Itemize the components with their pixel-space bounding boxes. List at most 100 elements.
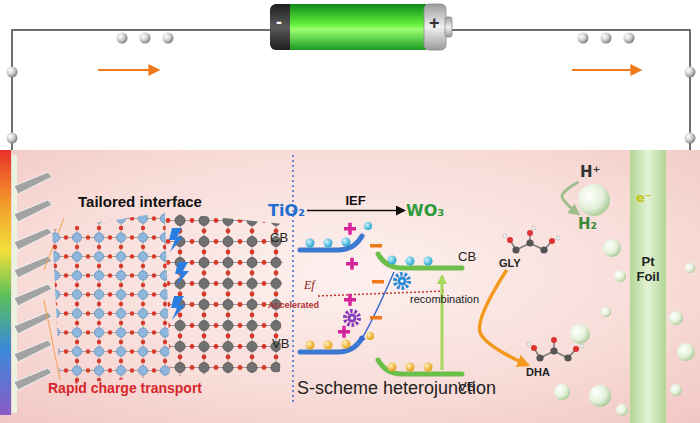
electron-sphere [7, 67, 18, 78]
dha-molecule [527, 342, 531, 346]
interface-title: Tailored interface [78, 193, 202, 210]
photoanode-plate [14, 284, 52, 306]
gas-bubble [685, 263, 695, 273]
electron-sphere [578, 33, 589, 44]
gas-bubble [616, 404, 628, 416]
electron-dot [342, 238, 351, 247]
photoanode-plate [14, 200, 52, 222]
hole-dot [342, 340, 351, 349]
electron-dot [306, 222, 433, 266]
gas-bubble [589, 385, 611, 407]
electron-sphere [117, 33, 128, 44]
gas-bubble [669, 311, 683, 325]
gas-bubble [570, 324, 590, 344]
negative-charge [372, 280, 384, 284]
glycerol-molecule [503, 226, 560, 254]
glycerol-molecule [507, 237, 513, 243]
electron-sphere [601, 33, 612, 44]
electron-sphere [685, 67, 696, 78]
connector-label: IEF [345, 193, 365, 208]
negative-charge [370, 316, 382, 320]
glycerol-molecule [526, 239, 533, 246]
divider-line [292, 155, 294, 402]
energy-band [378, 360, 462, 374]
gear-icon [398, 277, 407, 286]
material-label: WO₃ [404, 200, 446, 221]
molecule-label: GLY [497, 256, 523, 270]
gear-icon [400, 279, 403, 282]
process-note: Accelerated [268, 300, 319, 310]
electron-sphere [624, 33, 635, 44]
photoanode-plate [14, 172, 52, 390]
gear-icon [348, 314, 357, 323]
hole-dot [366, 332, 374, 340]
node-text: TiO₂ [268, 201, 305, 220]
dha-molecule [551, 337, 557, 343]
material-label: TiO₂ [266, 200, 307, 221]
gas-bubble [578, 184, 610, 216]
fermi-level-label: Ef [304, 278, 315, 293]
gear-icon [395, 274, 409, 288]
battery-terminal [445, 17, 452, 37]
lightning-bolt [175, 262, 189, 286]
tio2-lattice [52, 212, 170, 384]
electron-sphere [163, 33, 174, 44]
positive-charge [348, 223, 352, 235]
positive-charge [338, 223, 358, 338]
photoanode-plate [14, 172, 52, 194]
node-text: WO₃ [406, 201, 444, 220]
wo3-lattice [165, 212, 284, 376]
glycerol-molecule [512, 246, 519, 253]
dha-molecule [531, 345, 537, 351]
node-text: DHA [526, 366, 550, 378]
electrode-substrate [12, 155, 17, 413]
photoanode-plate [14, 368, 52, 390]
recombination-arrow [360, 272, 394, 342]
species-label: H₂ [576, 214, 599, 234]
positive-charge [342, 326, 346, 338]
node-text: H₂ [578, 215, 597, 233]
photoanode-plate [14, 312, 52, 334]
lightning-bolt [171, 296, 185, 320]
battery-symbol [270, 4, 452, 50]
electron-sphere [7, 133, 18, 144]
connector-arrow [480, 270, 528, 365]
hole-dot [388, 363, 397, 372]
gas-bubble [554, 384, 570, 400]
gas-bubble [614, 270, 626, 282]
gas-bubble [554, 184, 695, 416]
connector-arrow [562, 182, 578, 214]
hole-dot [406, 363, 415, 372]
gas-bubble [677, 343, 695, 361]
dha-molecule [573, 346, 579, 352]
node-text: H⁺ [580, 163, 600, 181]
hole-dot [424, 363, 433, 372]
negative-charge [370, 244, 384, 320]
energy-band [300, 236, 362, 250]
excitation-arrow [441, 276, 444, 370]
dha-molecule [564, 354, 571, 361]
positive-charge [348, 294, 352, 306]
band-label: CB [270, 230, 288, 245]
dha-molecule [536, 354, 543, 361]
species-label: H⁺ [578, 162, 602, 182]
molecule-label: DHA [524, 365, 552, 379]
electron-label: e⁻ [636, 190, 652, 205]
glycerol-molecule [503, 234, 507, 238]
glycerol-molecule [556, 236, 560, 240]
gear-icon [345, 311, 359, 325]
band-label: VB [272, 336, 289, 351]
current-arrow [572, 69, 640, 71]
battery-body [290, 4, 426, 50]
glycerol-molecule [549, 238, 555, 244]
gear-icon [350, 316, 353, 319]
electron-dot [406, 257, 415, 266]
dha-molecule [550, 347, 557, 354]
band-label: VB [458, 379, 475, 394]
photoanode-plate [14, 256, 52, 278]
current-arrow [98, 69, 158, 71]
band-label: CB [458, 249, 476, 264]
